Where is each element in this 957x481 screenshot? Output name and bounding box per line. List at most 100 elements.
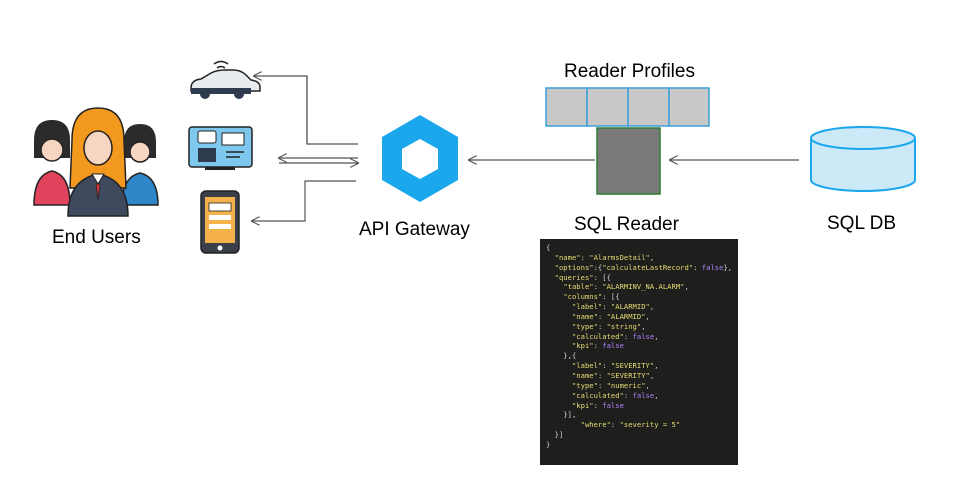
code-token: "AlarmsDetail" [589, 252, 650, 262]
code-token: , [641, 321, 646, 331]
code-token: "name" [571, 311, 598, 321]
users-group-icon [33, 107, 159, 217]
code-token: false [632, 331, 655, 341]
code-token [546, 312, 572, 321]
code-line: "kpi": false [546, 401, 738, 411]
code-line: "where": "severity = 5" [546, 420, 738, 430]
code-token [546, 371, 572, 380]
code-token [546, 302, 572, 311]
database-cylinder-icon [810, 126, 916, 192]
connector-arrows [252, 76, 799, 221]
reader-profile-cell [545, 87, 588, 127]
code-token: : [602, 302, 611, 312]
code-token: : [597, 311, 607, 321]
code-token: : [693, 262, 702, 272]
code-token: : [593, 400, 603, 410]
code-token: , [654, 390, 659, 400]
code-token: "numeric" [606, 380, 646, 390]
code-token: "calculated" [571, 390, 624, 400]
code-token: "severity = 5" [619, 420, 681, 430]
code-token: "SEVERITY" [606, 370, 650, 380]
code-line: "columns": [{ [546, 292, 738, 302]
code-token [546, 263, 555, 272]
code-line: } [546, 440, 738, 450]
code-token: "kpi" [571, 341, 594, 351]
reader-profiles-label: Reader Profiles [564, 61, 695, 82]
code-token: }, [723, 262, 733, 272]
code-line: "name": "SEVERITY", [546, 371, 738, 381]
code-line: "queries": [{ [546, 273, 738, 283]
sql-db-label: SQL DB [827, 213, 896, 234]
code-token: "ALARMINV_NA.ALARM" [602, 282, 685, 292]
code-token: "string" [606, 321, 642, 331]
end-users-label: End Users [52, 227, 141, 248]
code-token: "ALARMID" [606, 311, 646, 321]
sql-reader-config-code: { "name": "AlarmsDetail", "options":{"ca… [540, 239, 738, 465]
mobile-phone-icon [200, 190, 240, 254]
code-token: , [649, 370, 655, 380]
code-token: : [593, 341, 603, 351]
code-token: "kpi" [571, 400, 594, 410]
code-line: "table": "ALARMINV_NA.ALARM", [546, 282, 738, 292]
arrow-gateway-to-phone [252, 180, 356, 221]
code-token: "calculated" [571, 331, 624, 341]
code-token: false [602, 400, 624, 410]
code-line: "options":{"calculateLastRecord": false}… [546, 263, 738, 273]
code-token: }] [546, 430, 564, 440]
code-token: "queries" [554, 272, 594, 282]
code-token: : [{ [593, 272, 611, 282]
code-token: false [701, 262, 724, 272]
code-token: : [597, 380, 607, 390]
code-token [546, 253, 555, 262]
code-token: "where" [580, 420, 611, 430]
code-token: , [645, 380, 650, 390]
code-token [546, 292, 563, 301]
code-token: : [580, 252, 590, 262]
code-token [546, 273, 555, 282]
code-token [546, 420, 581, 429]
code-token: : [593, 282, 603, 292]
code-line: }], [546, 410, 738, 420]
code-token [546, 361, 572, 370]
code-token: "type" [571, 380, 598, 390]
code-line: "name": "AlarmsDetail", [546, 253, 738, 263]
code-token [546, 322, 572, 331]
code-token [546, 381, 572, 390]
code-line: "label": "ALARMID", [546, 302, 738, 312]
code-token: , [654, 361, 659, 371]
code-token: },{ [546, 351, 577, 361]
code-token: "ALARMID" [610, 302, 650, 312]
code-token: : [597, 321, 607, 331]
code-token: "name" [554, 252, 581, 262]
code-line: { [546, 243, 738, 253]
code-token [546, 282, 563, 291]
code-line: "calculated": false, [546, 391, 738, 401]
code-token: "options" [554, 262, 594, 272]
code-token: "name" [571, 370, 598, 380]
code-line: "type": "numeric", [546, 381, 738, 391]
reader-profiles-block [545, 87, 710, 127]
code-token: "label" [571, 302, 603, 312]
code-token: "type" [571, 321, 598, 331]
code-token: "calculateLastRecord" [602, 262, 694, 272]
code-token: , [654, 331, 659, 341]
code-token [546, 341, 572, 350]
code-token: : [623, 331, 633, 341]
code-token: : [623, 390, 633, 400]
code-token: : [597, 370, 607, 380]
code-token [546, 401, 572, 410]
code-line: "kpi": false [546, 341, 738, 351]
code-token: "SEVERITY" [610, 361, 655, 371]
arrow-gateway-to-car [254, 76, 358, 145]
code-token: , [649, 302, 655, 312]
code-token: : [{ [602, 292, 620, 302]
code-token: "columns" [563, 292, 603, 302]
code-line: "label": "SEVERITY", [546, 361, 738, 371]
code-token: , [684, 282, 689, 292]
code-token: :{ [593, 262, 603, 272]
code-token: { [546, 243, 551, 252]
code-token: : [610, 420, 620, 430]
sql-reader-box [596, 127, 661, 195]
code-token: , [645, 311, 650, 321]
